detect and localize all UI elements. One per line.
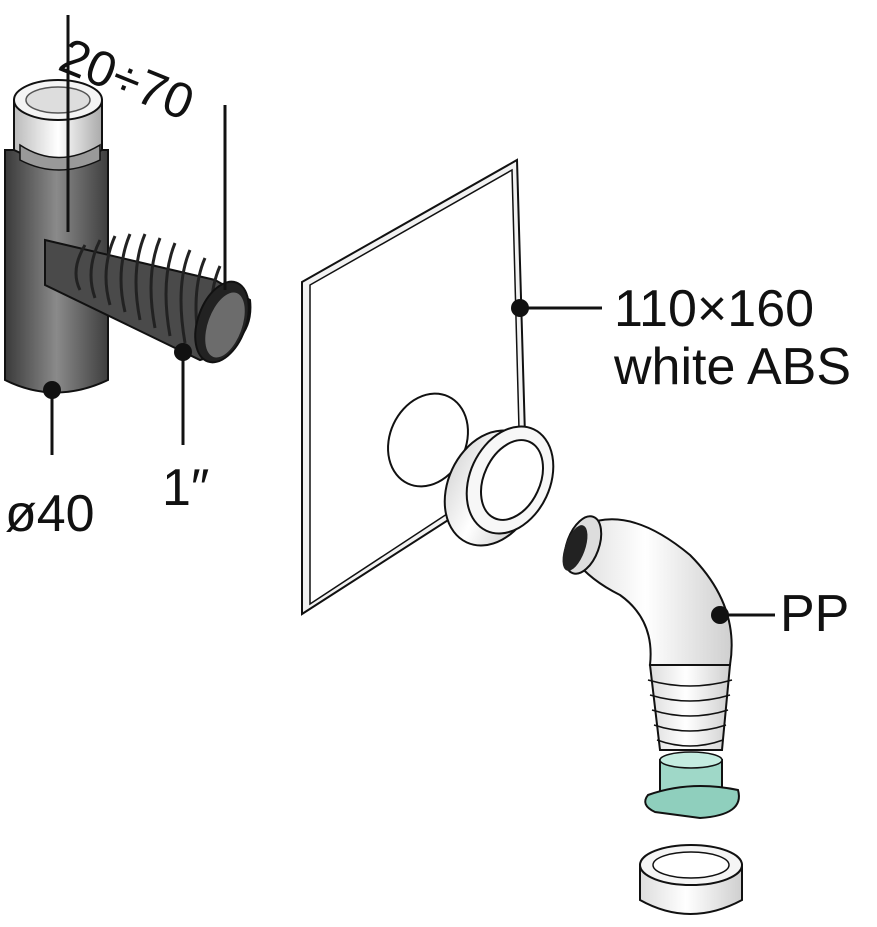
- siphon-body: [4, 79, 252, 394]
- seal-adapter: [644, 751, 740, 820]
- plate-material-label: white ABS: [614, 338, 852, 396]
- bottom-nut: [639, 844, 743, 915]
- plate-size-label: 110×160: [614, 280, 815, 338]
- wall-plate: [301, 158, 528, 616]
- bellows: [647, 664, 733, 751]
- top-cap: [13, 79, 103, 171]
- pp-elbow: [562, 515, 743, 915]
- plate-nut: [443, 425, 555, 547]
- diameter-label: ø40: [5, 485, 95, 543]
- thread-label: 1″: [162, 459, 210, 517]
- threaded-outlet: [44, 233, 252, 364]
- elbow-material-label: PP: [780, 585, 850, 643]
